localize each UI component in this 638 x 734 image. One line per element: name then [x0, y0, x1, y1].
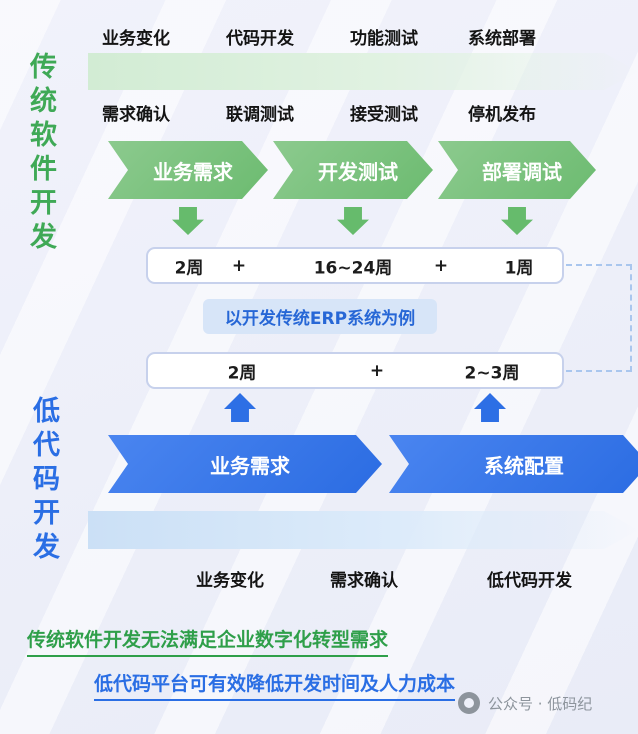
trad-stage-label-3: 部署调试 — [482, 159, 562, 184]
down-arrow-icon — [337, 207, 369, 235]
lowcode-bottom-label-3: 低代码开发 — [487, 571, 572, 591]
lowcode-timeline-band-arrow-icon — [88, 511, 638, 549]
trad-duration-2: 16~24周 — [313, 258, 393, 278]
trad-top-label-4: 系统部署 — [468, 29, 536, 49]
traditional-timeline-band-arrow-icon — [88, 53, 638, 90]
lowcode-bottom-label-1: 业务变化 — [196, 571, 264, 591]
example-caption-label: 以开发传统ERP系统为例 — [224, 309, 416, 329]
down-arrow-icon — [501, 207, 533, 235]
watermark: 公众号 · 低码纪 — [458, 692, 592, 714]
lowcode-stage-label-2: 系统配置 — [484, 453, 564, 478]
conclusion-traditional: 传统软件开发无法满足企业数字化转型需求 — [27, 625, 389, 657]
up-arrow-icon — [224, 393, 256, 422]
traditional-duration-box: 2周 + 16~24周 + 1周 — [146, 247, 564, 284]
trad-mid-label-4: 停机发布 — [468, 105, 536, 125]
lowcode-stage-arrow-2: 系统配置 — [389, 435, 638, 493]
plus-sign: + — [433, 255, 449, 276]
trad-duration-1: 2周 — [174, 258, 204, 278]
trad-stage-arrow-1: 业务需求 — [108, 141, 268, 199]
plus-sign: + — [231, 255, 247, 276]
example-caption: 以开发传统ERP系统为例 — [203, 299, 437, 334]
traditional-side-label: 传统软件开发 — [25, 52, 56, 256]
trad-duration-3: 1周 — [504, 258, 534, 278]
trad-mid-label-1: 需求确认 — [102, 105, 170, 125]
plus-sign: + — [369, 360, 385, 381]
trad-stage-label-2: 开发测试 — [318, 159, 398, 184]
lowcode-bottom-label-2: 需求确认 — [330, 571, 398, 591]
conclusion-lowcode: 低代码平台可有效降低开发时间及人力成本 — [94, 669, 456, 701]
trad-stage-arrow-3: 部署调试 — [438, 141, 596, 199]
up-arrow-icon — [474, 393, 506, 422]
dashed-connector-bottom — [566, 370, 632, 372]
trad-stage-label-1: 业务需求 — [153, 159, 233, 184]
trad-top-label-3: 功能测试 — [350, 29, 418, 49]
trad-mid-label-3: 接受测试 — [350, 105, 418, 125]
lowcode-duration-1: 2周 — [227, 363, 257, 383]
official-account-logo-icon — [458, 692, 480, 714]
trad-top-label-1: 业务变化 — [102, 29, 170, 49]
trad-mid-label-2: 联调测试 — [226, 105, 294, 125]
watermark-label: 公众号 · 低码纪 — [488, 694, 593, 713]
lowcode-side-label: 低代码开发 — [28, 396, 59, 566]
down-arrow-icon — [172, 207, 204, 235]
trad-top-label-2: 代码开发 — [226, 29, 294, 49]
dashed-connector-top — [566, 264, 632, 266]
lowcode-duration-box: 2周 + 2~3周 — [146, 352, 564, 389]
lowcode-stage-arrow-1: 业务需求 — [108, 435, 382, 493]
dashed-connector-vertical — [630, 264, 632, 372]
lowcode-stage-label-1: 业务需求 — [210, 453, 290, 478]
lowcode-duration-2: 2~3周 — [464, 363, 520, 383]
trad-stage-arrow-2: 开发测试 — [273, 141, 433, 199]
